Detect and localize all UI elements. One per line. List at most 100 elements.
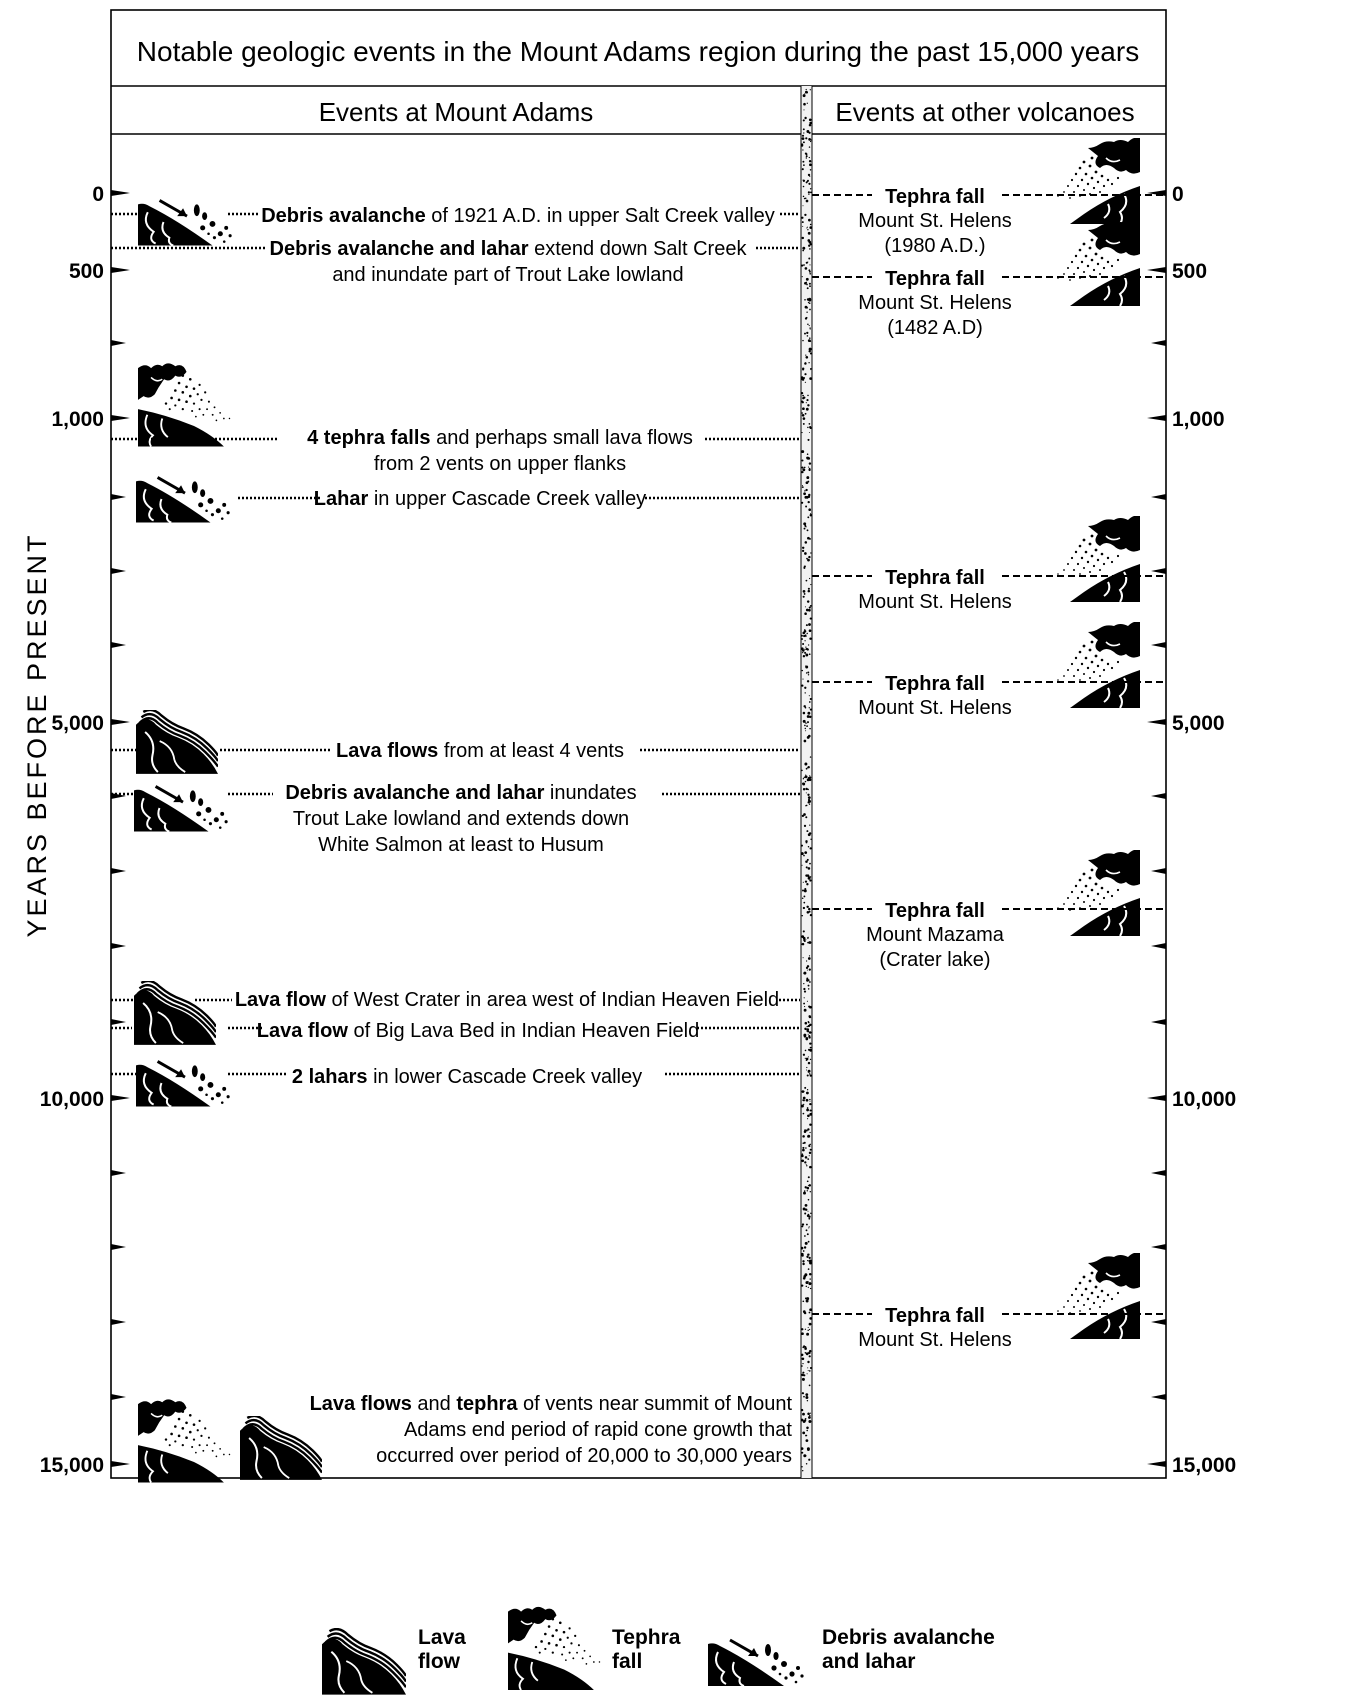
speckle-dot [807, 229, 809, 231]
speckle-dot [802, 788, 806, 791]
speckle-dot [807, 721, 809, 724]
speckle-dot [802, 1148, 805, 1152]
speckle-dot [808, 734, 811, 738]
event-keyword: 2 lahars [292, 1066, 368, 1088]
speckle-dot [806, 1255, 809, 1258]
speckle-dot [809, 637, 812, 640]
speckle-dot [804, 1345, 807, 1349]
speckle-dot [801, 1469, 804, 1472]
speckle-dot [801, 1365, 803, 1367]
speckle-dot [805, 277, 809, 281]
speckle-dot [808, 423, 811, 425]
lava-flow-icon [136, 710, 218, 774]
speckle-dot [806, 399, 809, 402]
speckle-dot [804, 1297, 808, 1300]
speckle-dot [808, 257, 811, 260]
event-keyword: 4 tephra falls [307, 427, 430, 449]
speckle-dot [802, 1300, 805, 1303]
speckle-dot [809, 847, 812, 850]
speckle-dot [804, 213, 807, 217]
speckle-dot [801, 634, 803, 637]
speckle-dot [802, 719, 806, 723]
speckle-dot [807, 191, 811, 194]
speckle-dot [801, 942, 805, 946]
speckle-dot [806, 1332, 810, 1336]
speckle-dot [801, 1392, 805, 1395]
speckle-dot [804, 1241, 808, 1245]
speckle-dot [808, 270, 811, 273]
speckle-dot [800, 1447, 804, 1450]
speckle-dot [809, 1412, 812, 1414]
speckle-dot [806, 722, 808, 724]
speckle-dot [809, 140, 812, 143]
speckle-dot [806, 1107, 809, 1109]
speckle-dot [807, 788, 809, 791]
speckle-dot [810, 1259, 812, 1261]
speckle-dot [810, 1075, 812, 1077]
left-column-header: Events at Mount Adams [319, 97, 594, 127]
speckle-dot [804, 780, 807, 783]
speckle-dot [807, 1268, 810, 1270]
speckle-dot [800, 1408, 804, 1412]
tephra-fall-icon [1056, 138, 1140, 224]
speckle-dot [808, 282, 811, 285]
speckle-dot [807, 1198, 810, 1201]
speckle-dot [808, 608, 811, 612]
speckle-dot [801, 1284, 804, 1287]
speckle-dot [806, 91, 809, 94]
event-volcano-line: Mount Mazama [866, 924, 1005, 946]
speckle-dot [807, 867, 811, 870]
tick-label-right: 5,000 [1172, 712, 1225, 735]
speckle-dot [801, 221, 804, 224]
speckle-dot [801, 1252, 804, 1256]
speckle-dot [800, 1418, 804, 1422]
speckle-dot [806, 1186, 810, 1190]
speckle-dot [800, 852, 804, 856]
speckle-dot [802, 1362, 804, 1365]
event-keyword: Lava flow [235, 989, 327, 1011]
speckle-dot [808, 832, 812, 835]
speckle-dot [809, 775, 811, 777]
event-detail: of 1921 A.D. in upper Salt Creek valley [426, 205, 775, 227]
tephra-fall-icon [1056, 1253, 1140, 1339]
major-tick-right [1147, 719, 1166, 725]
minor-tick-left [111, 642, 126, 648]
speckle-dot [806, 1400, 809, 1402]
speckle-dot [802, 1146, 805, 1149]
speckle-dot [804, 880, 808, 883]
speckle-dot [805, 261, 808, 264]
speckle-dot [805, 355, 809, 359]
speckle-dot [807, 1158, 809, 1160]
event-text-line: Trout Lake lowland and extends down [293, 808, 629, 830]
speckle-dot [801, 236, 805, 240]
speckle-dot [808, 347, 812, 351]
event-volcano-line: Mount St. Helens [858, 292, 1011, 314]
speckle-dot [809, 1123, 812, 1126]
speckle-dot [807, 179, 809, 182]
speckle-dot [807, 1061, 811, 1065]
speckle-dot [807, 644, 810, 646]
speckle-dot [804, 1352, 807, 1354]
speckle-dot [802, 595, 805, 598]
speckle-dot [805, 1352, 809, 1356]
mount-adams-event: Lava flows and tephra of vents near summ… [138, 1393, 792, 1483]
speckle-dot [808, 955, 811, 957]
speckle-dot [807, 1259, 809, 1262]
speckle-dot [808, 1226, 810, 1228]
speckle-dot [807, 766, 809, 769]
speckle-dot [809, 188, 812, 190]
speckle-dot [805, 653, 809, 657]
speckle-dot [801, 1332, 804, 1336]
speckle-dot [801, 168, 804, 171]
event-text-line: Lava flows from at least 4 vents [336, 740, 624, 762]
speckle-dot [804, 1186, 807, 1189]
speckle-dot [808, 146, 811, 148]
speckle-dot [809, 1131, 811, 1134]
speckle-dot [801, 485, 804, 487]
speckle-dot [804, 851, 808, 854]
speckle-dot [805, 488, 808, 492]
speckle-dot [803, 132, 805, 134]
speckle-dot [806, 1447, 810, 1451]
speckle-dot [802, 1378, 805, 1381]
